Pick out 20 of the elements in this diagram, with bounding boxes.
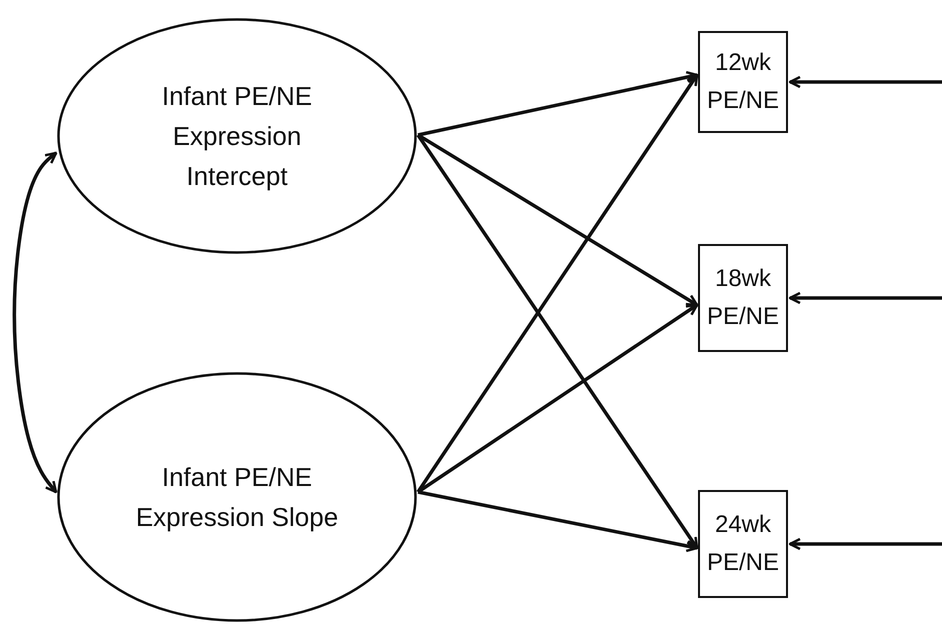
covariance-arrow xyxy=(12,152,58,494)
node-label: Infant PE/NE Expression Slope xyxy=(134,461,340,534)
path-arrow xyxy=(418,490,698,552)
observed-variable-box xyxy=(698,244,788,352)
observed-variable-box xyxy=(698,490,788,598)
node-label: 24wk PE/NE xyxy=(706,510,780,578)
latent-factor-ellipse xyxy=(57,372,417,622)
observed-variable-box xyxy=(698,31,788,133)
residual-arrow xyxy=(788,538,942,550)
residual-arrow xyxy=(788,292,942,304)
residual-arrow xyxy=(788,76,942,88)
path-arrow xyxy=(417,304,698,494)
path-arrow xyxy=(417,134,698,306)
node-label: 12wk PE/NE xyxy=(706,48,780,116)
node-label: Infant PE/NE Expression Intercept xyxy=(160,80,314,193)
path-arrow xyxy=(416,134,698,550)
latent-factor-ellipse xyxy=(57,18,417,254)
path-arrow xyxy=(416,74,698,493)
path-arrow xyxy=(418,70,698,137)
node-label: 18wk PE/NE xyxy=(706,264,780,332)
